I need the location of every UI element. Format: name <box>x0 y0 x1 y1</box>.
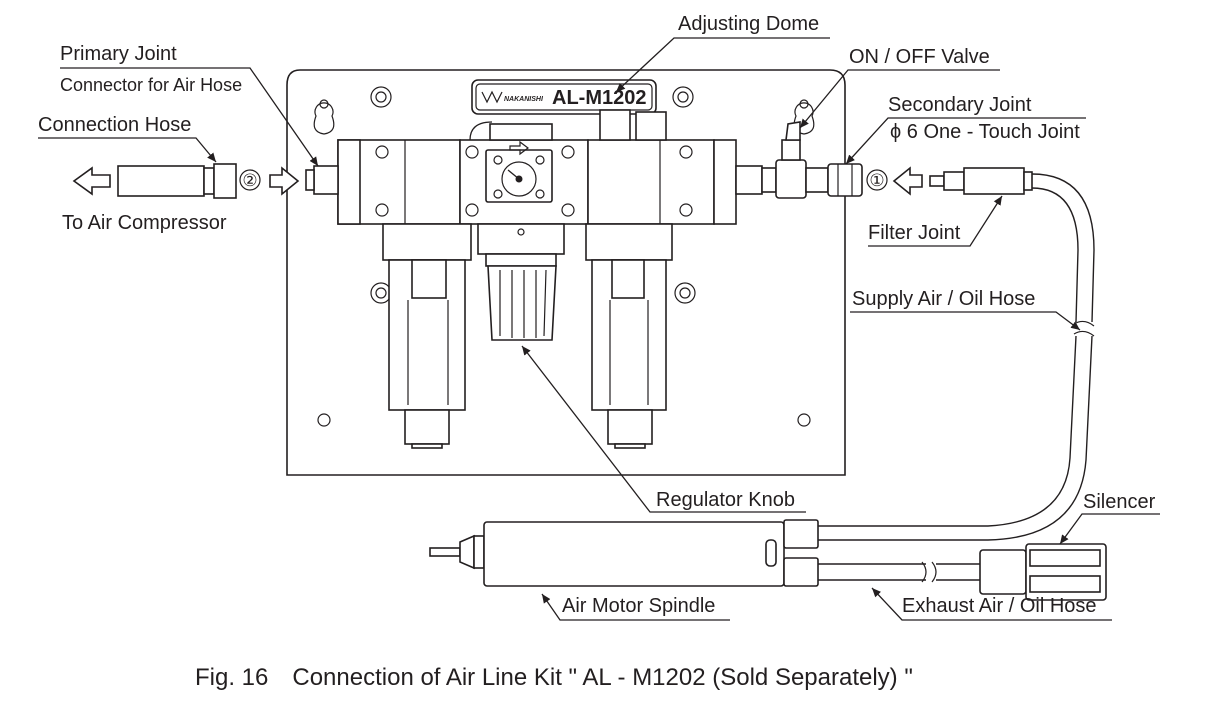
label-secondary-joint: Secondary Joint <box>888 94 1032 116</box>
label-to-air-compressor: To Air Compressor <box>62 212 227 234</box>
model-number: AL-M1202 <box>552 87 646 109</box>
figure-caption: Fig. 16 Connection of Air Line Kit " AL … <box>195 664 913 691</box>
filter-joint <box>929 167 1033 195</box>
primary-joint-fitting <box>313 165 339 195</box>
label-one-touch-joint: ϕ 6 One - Touch Joint <box>890 121 1080 143</box>
supply-hose <box>818 173 1095 541</box>
silencer <box>979 543 1107 601</box>
arrow-right-icon <box>269 166 300 196</box>
label-connection-hose: Connection Hose <box>38 114 191 136</box>
exhaust-hose <box>818 561 980 583</box>
mounting-plate <box>286 69 846 476</box>
arrow-left-icon <box>72 166 111 196</box>
label-connector-air-hose: Connector for Air Hose <box>60 75 242 95</box>
regulator-knob-icon <box>487 265 557 341</box>
label-supply-hose: Supply Air / Oil Hose <box>852 288 1035 310</box>
label-exhaust-hose: Exhaust Air / Oil Hose <box>902 595 1097 617</box>
plate-screw-icon <box>672 86 694 108</box>
label-filter-joint: Filter Joint <box>868 222 961 244</box>
plate-screw-icon <box>674 282 696 304</box>
leader-lines <box>38 37 1160 621</box>
secondary-joint <box>827 163 863 197</box>
label-regulator-knob: Regulator Knob <box>656 489 795 511</box>
label-primary-joint: Primary Joint <box>60 43 177 65</box>
brand-name: NAKANISHI <box>504 96 544 103</box>
pressure-gauge-icon <box>485 140 553 203</box>
step-1-marker <box>866 169 888 191</box>
frl-unit <box>305 109 763 449</box>
step-1: ① <box>869 171 884 190</box>
flow-arrow-icon <box>509 140 529 156</box>
connection-hose <box>117 163 237 199</box>
arrow-left-icon <box>892 166 923 196</box>
step-2: ② <box>242 171 257 190</box>
on-off-valve <box>761 121 829 199</box>
nakanishi-logo-icon <box>481 90 503 104</box>
step-2-marker <box>239 169 261 191</box>
model-badge: NAKANISHI AL-M1202 <box>471 79 657 115</box>
label-air-motor-spindle: Air Motor Spindle <box>562 595 715 617</box>
label-adjusting-dome: Adjusting Dome <box>678 13 819 35</box>
label-on-off-valve: ON / OFF Valve <box>849 46 990 68</box>
air-motor-spindle <box>429 519 819 587</box>
label-silencer: Silencer <box>1083 491 1156 513</box>
plate-screw-icon <box>370 86 392 108</box>
